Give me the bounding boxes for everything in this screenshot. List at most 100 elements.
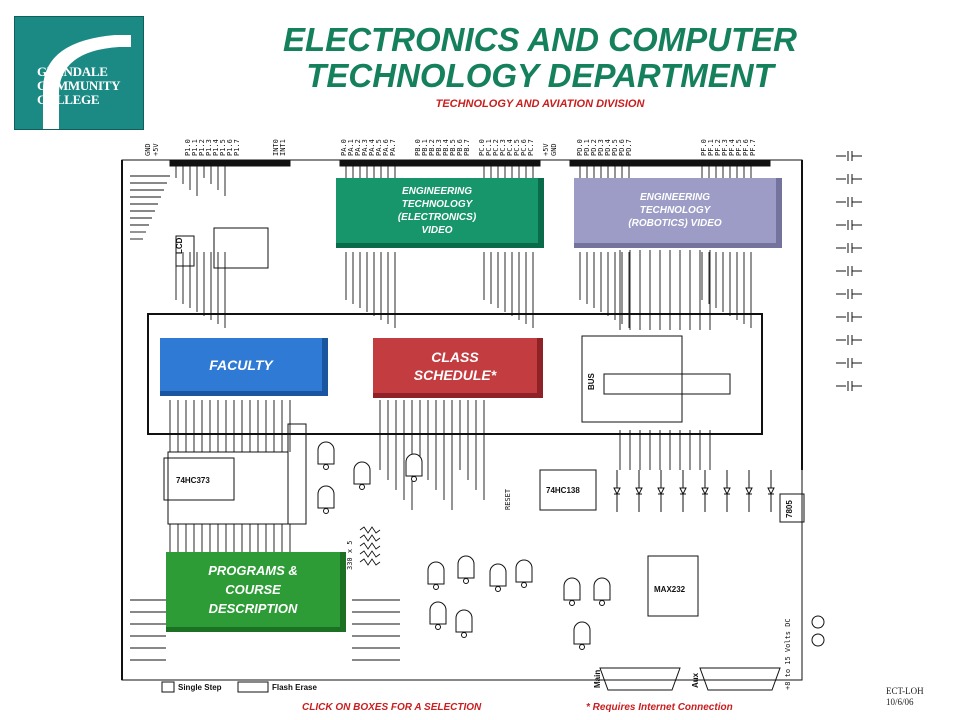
- class-schedule-line: CLASS: [431, 348, 479, 365]
- lcd-label: LCD: [175, 237, 184, 254]
- port-pin-label: PD.3: [597, 139, 605, 156]
- port-pin-label: PC.0: [478, 139, 486, 156]
- main-port-label: Main: [593, 670, 602, 688]
- port-pin-label: PB.5: [449, 139, 457, 156]
- port-pin-label: P1.7: [233, 139, 241, 156]
- port-pin-label: PC.7: [527, 139, 535, 156]
- port-pin-label: PF.3: [721, 139, 729, 156]
- port-pin-label: PF.6: [742, 139, 750, 156]
- supply-pin-label: +5V: [542, 143, 550, 156]
- port-pin-label: P1.6: [226, 139, 234, 156]
- bus-label: BUS: [587, 372, 596, 390]
- port-pin-label: PB.2: [428, 139, 436, 156]
- page-title-line-1: ELECTRONICS AND COMPUTER: [283, 21, 797, 58]
- power-input-label: +8 to 15 Volts DC: [784, 618, 792, 690]
- robotics-video-line: TECHNOLOGY: [639, 205, 711, 216]
- supply-pin-label: GND: [550, 143, 558, 156]
- programs-line: COURSE: [225, 582, 281, 597]
- class-schedule-button[interactable]: CLASS SCHEDULE*: [373, 338, 543, 398]
- port-pin-label: INT1: [279, 139, 287, 156]
- faculty-button[interactable]: FACULTY: [160, 338, 328, 396]
- class-schedule-line: SCHEDULE*: [413, 366, 497, 383]
- reset-label: RESET: [504, 488, 512, 510]
- aux-port-label: Aux: [691, 672, 700, 688]
- port-pin-label: P1.2: [198, 139, 206, 156]
- electronics-video-line: TECHNOLOGY: [401, 198, 473, 210]
- chip-max232: MAX232: [654, 585, 686, 594]
- port-pin-label: PF.7: [749, 139, 757, 156]
- electronics-video-line: ENGINEERING: [401, 185, 472, 197]
- chip-74hc373: 74HC373: [176, 476, 210, 485]
- port-pin-label: PF.0: [700, 139, 708, 156]
- port-pin-label: PD.4: [604, 139, 612, 156]
- port-pin-label: PC.2: [492, 139, 500, 156]
- revision-stamp: ECT-LOH 10/6/06: [886, 686, 924, 708]
- robotics-video-line: ENGINEERING: [639, 192, 710, 203]
- port-pin-label: PC.6: [520, 139, 528, 156]
- flash-erase-label: Flash Erase: [272, 683, 317, 692]
- port-pin-label: PB.4: [442, 139, 450, 156]
- programs-course-description-button[interactable]: PROGRAMS & COURSE DESCRIPTION: [166, 552, 346, 632]
- port-pin-label: P1.0: [184, 139, 192, 156]
- port-pin-label: PF.5: [735, 139, 743, 156]
- port-pin-label: P1.3: [205, 139, 213, 156]
- stamp-line-2: 10/6/06: [886, 697, 914, 707]
- port-pin-label: PC.3: [499, 139, 507, 156]
- port-pin-label: PA.3: [361, 139, 369, 156]
- port-pin-label: PB.1: [421, 139, 429, 156]
- port-pin-label: PF.4: [728, 139, 736, 156]
- page-title-line-2: TECHNOLOGY DEPARTMENT: [306, 57, 774, 94]
- college-logo: GLENDALE COMMUNITY COLLEGE: [14, 16, 144, 130]
- single-step-label: Single Step: [178, 683, 222, 692]
- port-pin-label: PF.1: [707, 139, 715, 156]
- port-pin-label: PB.7: [463, 139, 471, 156]
- logo-line-3: COLLEGE: [37, 92, 100, 107]
- robotics-video-line: (ROBOTICS) VIDEO: [628, 218, 722, 229]
- port-pin-label: PD.5: [611, 139, 619, 156]
- internet-note: * Requires Internet Connection: [586, 702, 733, 713]
- faculty-label: FACULTY: [209, 356, 273, 373]
- logo-line-2: COMMUNITY: [37, 78, 121, 93]
- port-pin-label: PD.1: [583, 139, 591, 156]
- port-pin-label: PB.6: [456, 139, 464, 156]
- port-pin-label: PD.7: [625, 139, 633, 156]
- port-pin-label: PA.1: [347, 139, 355, 156]
- port-pin-label: P1.1: [191, 139, 199, 156]
- port-pin-label: PC.4: [506, 139, 514, 156]
- page-title: ELECTRONICS AND COMPUTER TECHNOLOGY DEPA…: [240, 22, 840, 94]
- supply-pin-label: GND: [144, 143, 152, 156]
- port-pin-label: PD.6: [618, 139, 626, 156]
- port-pin-label: PA.4: [368, 139, 376, 156]
- port-pin-label: PA.7: [389, 139, 397, 156]
- logo-arc-icon: [43, 35, 131, 129]
- chip-74hc138: 74HC138: [546, 486, 580, 495]
- logo-line-1: GLENDALE: [37, 64, 108, 79]
- chip-7805: 7805: [785, 500, 794, 518]
- page-subtitle: TECHNOLOGY AND AVIATION DIVISION: [435, 98, 645, 110]
- port-pin-label: PC.5: [513, 139, 521, 156]
- port-pin-label: PF.2: [714, 139, 722, 156]
- port-pin-label: PB.0: [414, 139, 422, 156]
- electronics-video-button[interactable]: ENGINEERING TECHNOLOGY (ELECTRONICS) VID…: [336, 178, 544, 248]
- port-pin-label: PC.1: [485, 139, 493, 156]
- electronics-video-line: (ELECTRONICS): [397, 211, 477, 223]
- programs-line: DESCRIPTION: [208, 601, 298, 616]
- programs-line: PROGRAMS &: [208, 563, 298, 578]
- supply-pin-label: +5V: [152, 143, 160, 156]
- port-pin-label: PA.2: [354, 139, 362, 156]
- electronics-video-line: VIDEO: [421, 224, 453, 236]
- port-pin-label: PA.6: [382, 139, 390, 156]
- logo-text: GLENDALE COMMUNITY COLLEGE: [37, 64, 121, 107]
- port-pin-label: P1.4: [212, 139, 220, 156]
- robotics-video-button[interactable]: ENGINEERING TECHNOLOGY (ROBOTICS) VIDEO: [574, 178, 782, 248]
- port-pin-label: PA.5: [375, 139, 383, 156]
- port-pin-label: PD.2: [590, 139, 598, 156]
- port-pin-label: PA.0: [340, 139, 348, 156]
- port-pin-label: INT0: [272, 139, 280, 156]
- port-pin-label: P1.5: [219, 139, 227, 156]
- port-pin-label: PD.0: [576, 139, 584, 156]
- selection-instruction: CLICK ON BOXES FOR A SELECTION: [302, 702, 482, 713]
- resistor-pack-label: 330 x 5: [346, 540, 354, 570]
- port-pin-label: PB.3: [435, 139, 443, 156]
